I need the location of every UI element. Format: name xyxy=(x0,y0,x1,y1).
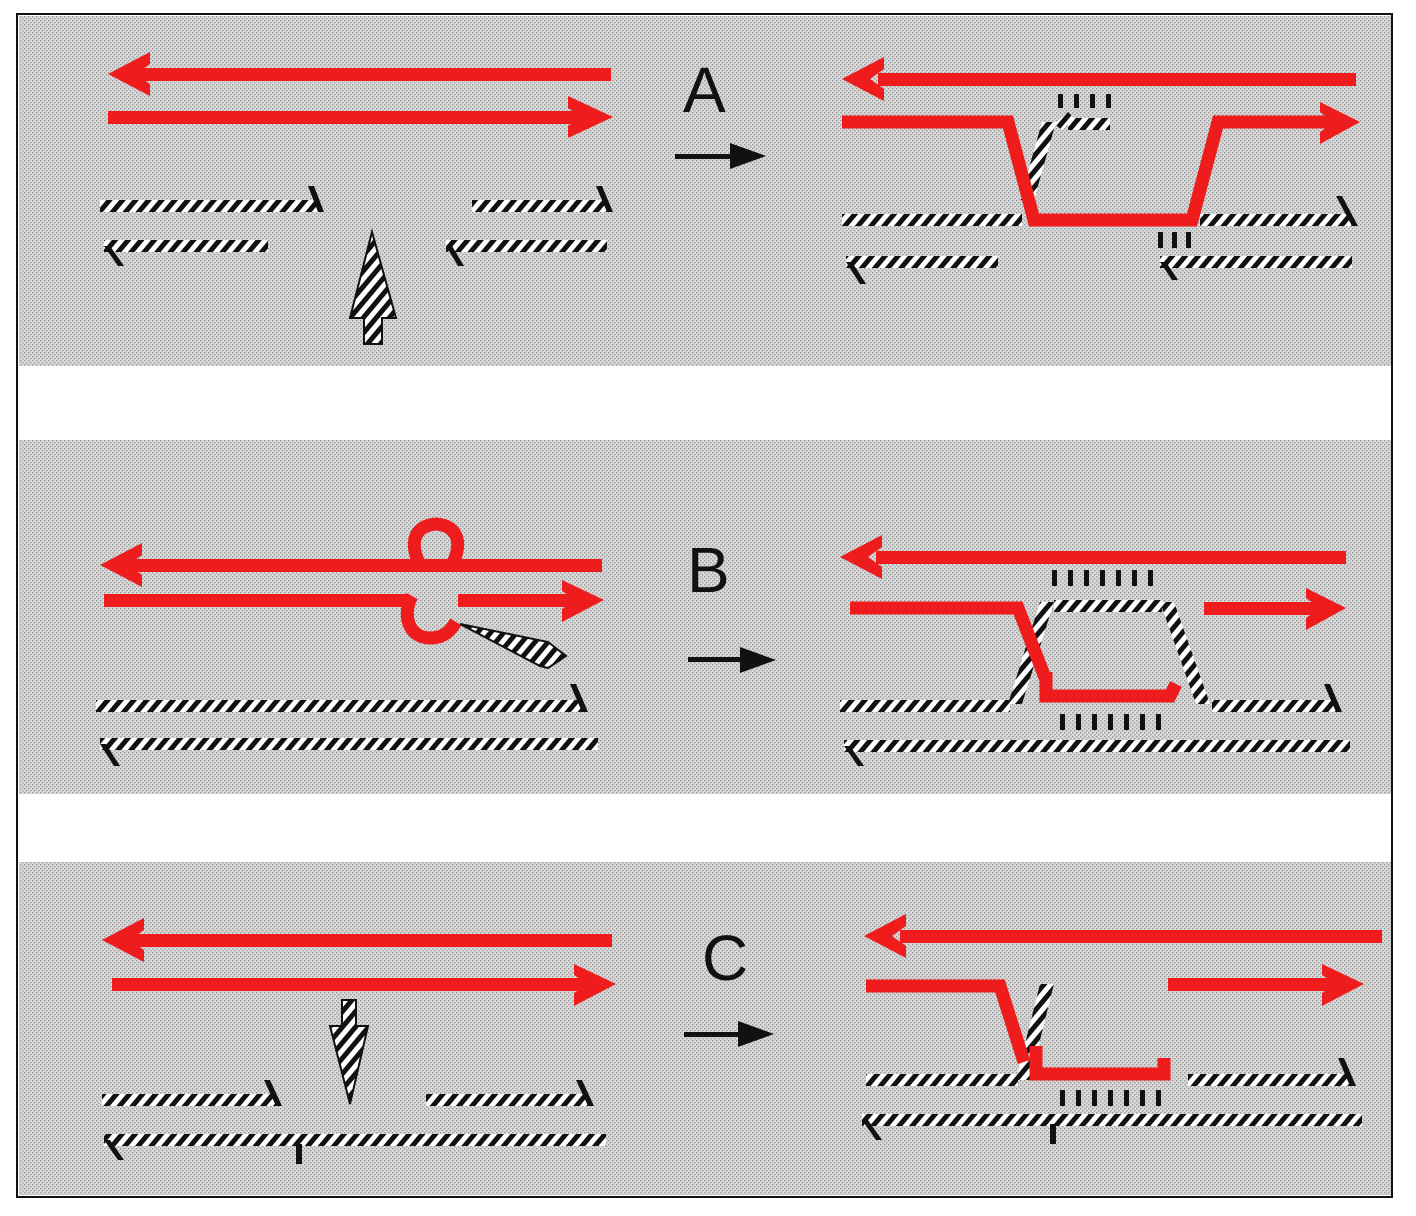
base-pairs xyxy=(1060,1090,1161,1106)
hatched-strand xyxy=(846,256,998,268)
red-strand xyxy=(850,601,1053,683)
panel-a-transition-arrow xyxy=(675,143,766,169)
hatched-strand xyxy=(426,1094,588,1106)
red-strand-loop xyxy=(407,517,465,568)
panel-c-before-red-duplex xyxy=(102,918,616,1006)
up-arrowhead-icon xyxy=(348,228,398,345)
red-strand xyxy=(1204,602,1326,615)
hatched-strand xyxy=(100,200,318,212)
panel-a-before-hatched-duplex xyxy=(100,186,613,266)
red-strand xyxy=(876,551,1346,564)
base-pairs xyxy=(1052,570,1161,730)
hatched-strand xyxy=(862,1114,1362,1126)
red-strand xyxy=(1168,978,1346,991)
hatched-strand xyxy=(1188,1074,1350,1086)
hatched-strand xyxy=(844,740,1350,752)
panel-c-before-hatched-duplex xyxy=(102,1080,606,1164)
panel-c-transition-arrow xyxy=(684,1021,774,1047)
hatched-strand xyxy=(842,214,1022,226)
hatched-strand xyxy=(1212,700,1336,712)
red-strand xyxy=(866,979,1031,1064)
panel-a-label: A xyxy=(683,54,726,126)
hatched-strand xyxy=(840,700,1010,712)
down-arrowhead-icon xyxy=(328,999,370,1105)
panel-b-before-red-duplex xyxy=(100,517,604,645)
panel-a: A xyxy=(100,52,1360,345)
hatched-strand xyxy=(1160,256,1352,268)
hatched-strand xyxy=(104,1134,606,1146)
panel-a-before-red-duplex xyxy=(108,52,613,138)
hatched-strand xyxy=(102,1094,276,1106)
red-strand-crossover xyxy=(842,115,1340,227)
hatched-strand xyxy=(1200,214,1352,226)
hatched-strand xyxy=(100,738,598,750)
hatched-strand xyxy=(472,200,607,212)
panel-b-before-hatched-duplex xyxy=(96,684,598,766)
hatched-strand xyxy=(1054,600,1162,612)
red-strand xyxy=(1029,1046,1171,1081)
red-strand xyxy=(1039,672,1182,703)
panel-b-background xyxy=(19,440,1391,794)
red-strand-loop xyxy=(400,592,462,645)
base-pairs xyxy=(1058,94,1191,248)
hatched-strand xyxy=(866,1074,1018,1086)
hatched-strand xyxy=(96,700,582,712)
panel-b-transition-arrow xyxy=(688,647,776,673)
panel-b: B xyxy=(96,517,1350,766)
panel-c-label: C xyxy=(702,922,748,994)
panel-b-after xyxy=(840,535,1350,766)
arrowhead-icon xyxy=(459,623,568,670)
hatched-strand xyxy=(104,240,268,252)
panel-b-label: B xyxy=(687,534,730,606)
panel-a-after xyxy=(842,57,1360,284)
red-strand xyxy=(878,73,1356,86)
hatched-strand xyxy=(446,240,607,252)
panel-c: C xyxy=(102,914,1382,1164)
red-strand xyxy=(900,930,1382,943)
panel-c-after xyxy=(862,914,1382,1144)
